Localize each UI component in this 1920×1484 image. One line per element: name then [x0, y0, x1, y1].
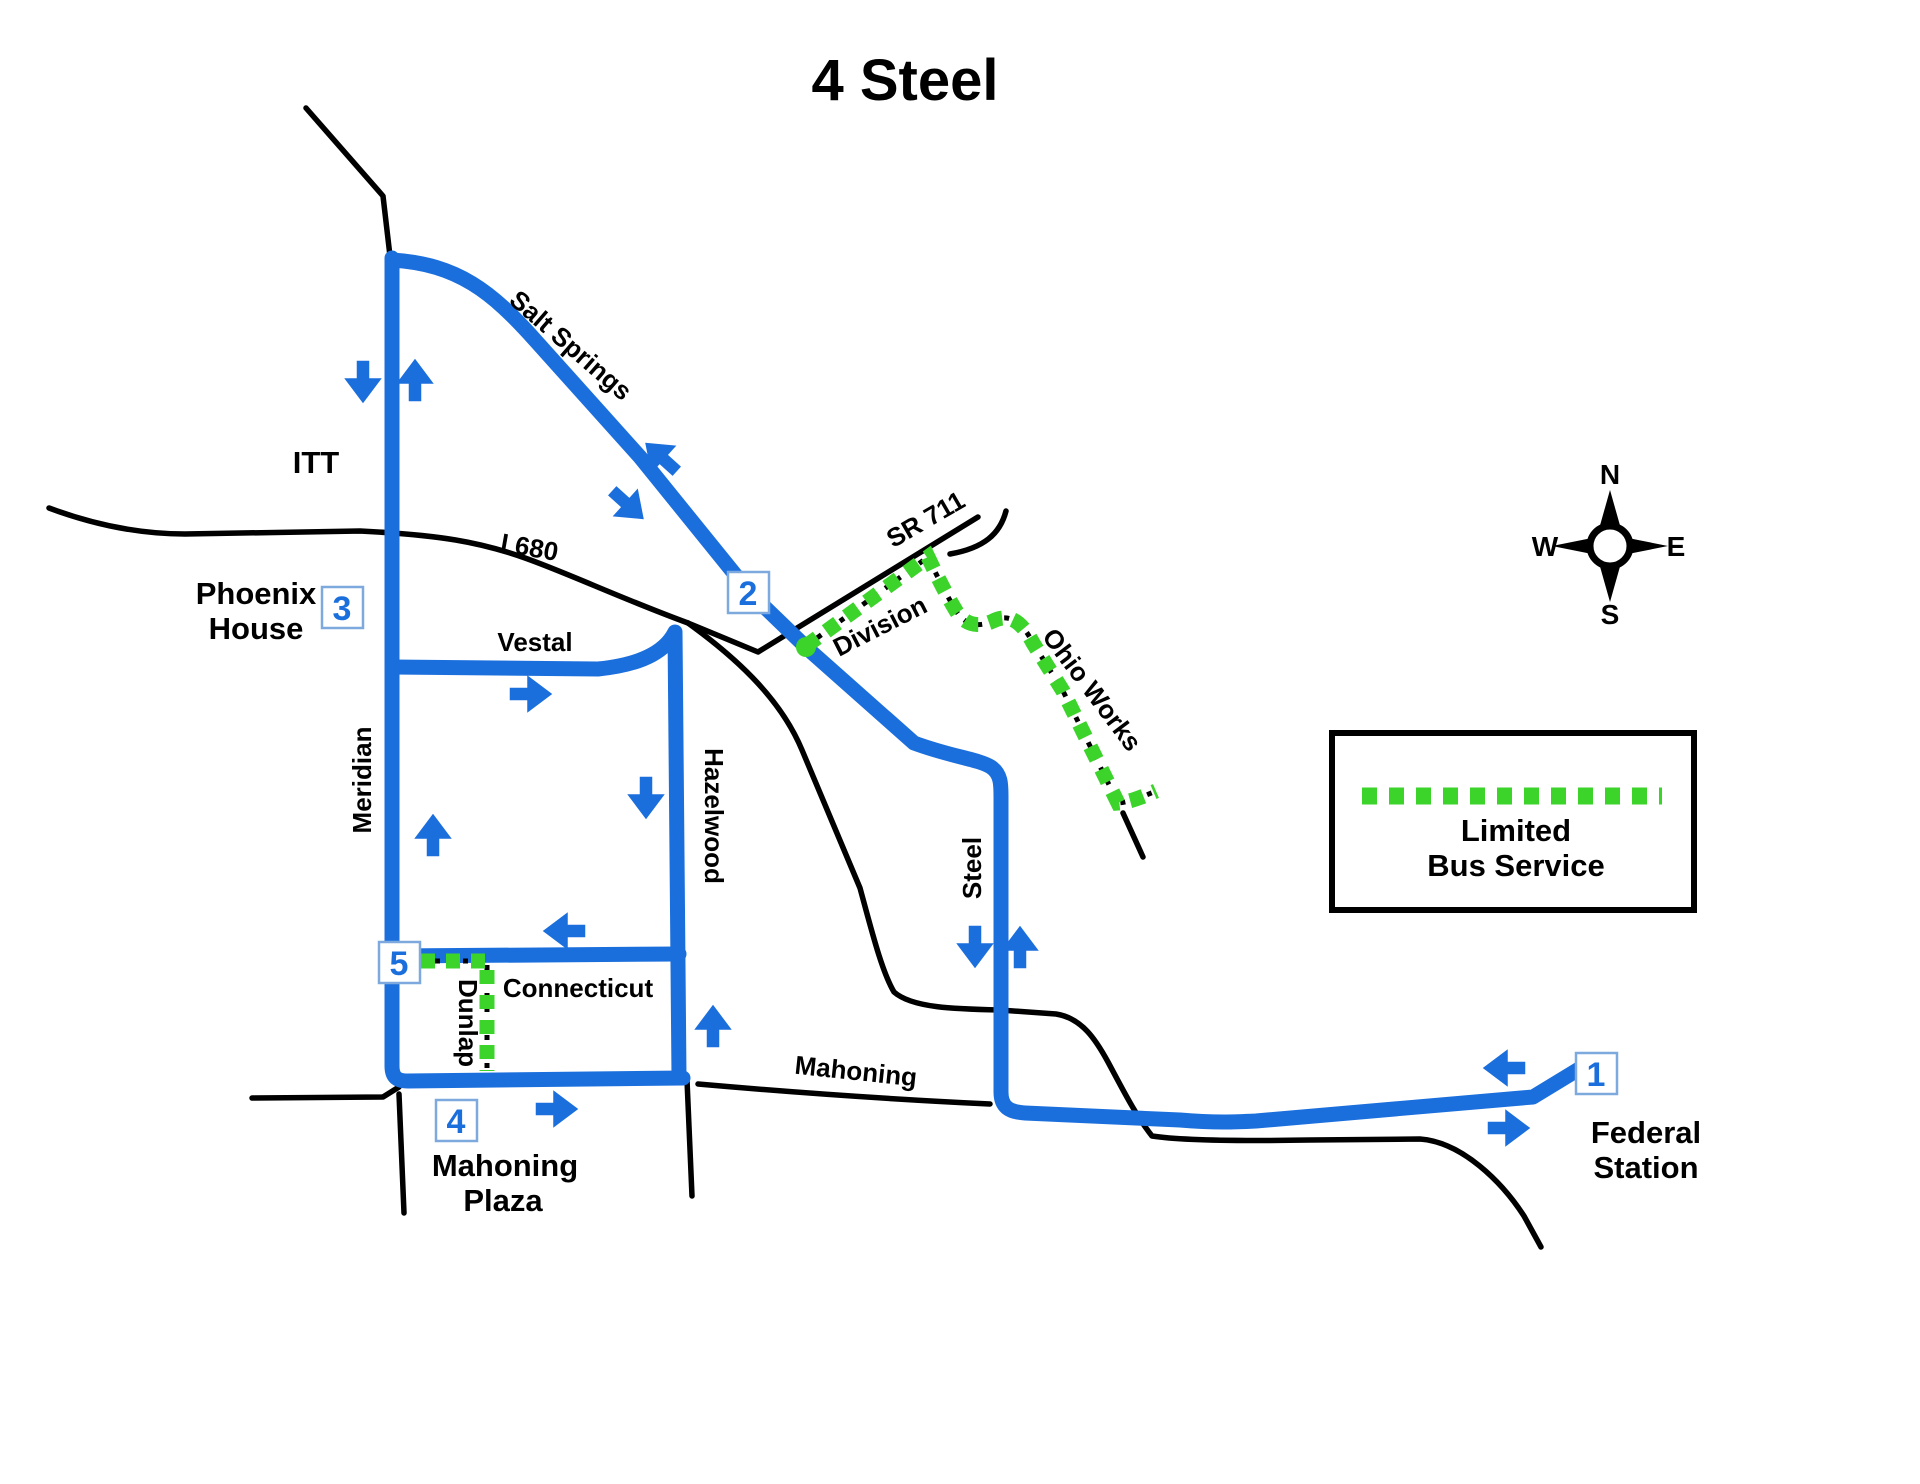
arrow-south-steel-icon [956, 925, 994, 969]
arrow-southeast-salt-springs-icon [599, 476, 657, 534]
legend-box [1329, 730, 1697, 913]
label-phoenix-house-2: House [209, 611, 304, 646]
stop-4-number: 4 [447, 1103, 466, 1141]
road-network [46, 105, 1544, 1250]
compass-w: W [1532, 531, 1559, 562]
arrow-east-vestal-icon [509, 675, 553, 713]
road-hazelwood-south-stub [684, 1077, 695, 1199]
label-mahoning-plaza-1: Mahoning [432, 1148, 578, 1183]
label-mahoning: Mahoning [793, 1050, 918, 1093]
road-i680 [46, 505, 691, 626]
road-sr711 [685, 514, 981, 655]
label-i680: I 680 [498, 527, 560, 567]
place-labels: ITT Phoenix House Mahoning Plaza Federal… [196, 445, 1701, 1218]
stop-1-box [1574, 1051, 1619, 1096]
bus-route-lines [384, 250, 1587, 1130]
arrow-south-meridian-icon [344, 360, 382, 404]
road-highway-south [685, 620, 1544, 1250]
stop-marker-4: 4 [434, 1098, 479, 1143]
street-labels: Salt Springs I 680 SR 711 Division Ohio … [347, 284, 1148, 1092]
road-meridian-north-stub [303, 105, 393, 259]
compass-north-dart [1599, 490, 1621, 529]
stop-2-number: 2 [739, 575, 758, 613]
label-vestal: Vestal [497, 627, 572, 657]
arrow-east-federal-icon [1487, 1109, 1531, 1147]
stop-3-box [320, 585, 365, 630]
label-federal-station-2: Station [1593, 1150, 1698, 1185]
compass-e: E [1667, 531, 1686, 562]
map-title: 4 Steel [812, 48, 999, 113]
legend: Limited Bus Service [1329, 730, 1697, 913]
label-hazelwood: Hazelwood [699, 748, 729, 884]
stop-marker-2: 2 [726, 570, 771, 615]
arrow-north-hazelwood-icon [694, 1004, 732, 1048]
label-dunlap: Dunlap [453, 979, 483, 1067]
route-connecticut [384, 946, 687, 964]
label-phoenix-house-1: Phoenix [196, 576, 317, 611]
road-mahoning-mid [695, 1081, 993, 1107]
stop-marker-1: 1 [1574, 1051, 1619, 1096]
stop-4-box [434, 1098, 479, 1143]
arrow-west-federal-icon [1482, 1049, 1526, 1087]
compass-east-dart [1628, 538, 1668, 554]
stop-3-number: 3 [333, 590, 352, 628]
stop-2-box [726, 570, 771, 615]
label-sr711: SR 711 [881, 485, 970, 554]
label-itt: ITT [293, 445, 340, 480]
compass-south-dart [1599, 563, 1621, 602]
legend-text-1: Limited [1461, 813, 1571, 848]
compass-n: N [1600, 459, 1620, 490]
stop-markers: 1 2 3 4 5 [320, 570, 1619, 1143]
arrow-west-connecticut-icon [542, 912, 586, 950]
road-sr711-ramp [947, 508, 1009, 557]
arrow-east-mahoning-icon [535, 1090, 579, 1128]
limited-service-terminus-dot [796, 637, 816, 657]
label-ohio-works: Ohio Works [1036, 622, 1147, 756]
compass-ring-icon [1586, 522, 1634, 570]
route-meridian-mahoning [384, 250, 691, 1089]
arrow-south-hazelwood-icon [627, 776, 665, 820]
label-federal-station-1: Federal [1591, 1115, 1701, 1150]
arrow-north-meridian-icon [396, 358, 434, 402]
route-salt-springs-steel-federal [384, 252, 1587, 1130]
route-vestal-hazelwood [384, 624, 687, 1085]
stop-marker-5: 5 [377, 940, 422, 985]
label-mahoning-plaza-2: Plaza [463, 1183, 543, 1218]
legend-text-2: Bus Service [1427, 848, 1605, 883]
road-meridian-south-stub [396, 1091, 407, 1216]
road-ohio-works-tail [1120, 810, 1146, 860]
arrow-north-meridian-loop-icon [414, 813, 452, 857]
road-mahoning-west [249, 1084, 402, 1101]
limited-division-ohio-works [801, 545, 1159, 811]
label-meridian: Meridian [347, 727, 377, 834]
compass-rose: N E S W [1532, 459, 1686, 630]
limited-bus-service-lines [421, 545, 1159, 1071]
stop-5-number: 5 [390, 945, 409, 983]
compass-west-dart [1552, 538, 1592, 554]
stop-5-box [377, 940, 422, 985]
stop-1-number: 1 [1587, 1056, 1606, 1094]
label-connecticut: Connecticut [503, 973, 654, 1003]
stop-marker-3: 3 [320, 585, 365, 630]
compass-s: S [1601, 599, 1620, 630]
label-steel: Steel [957, 837, 987, 899]
